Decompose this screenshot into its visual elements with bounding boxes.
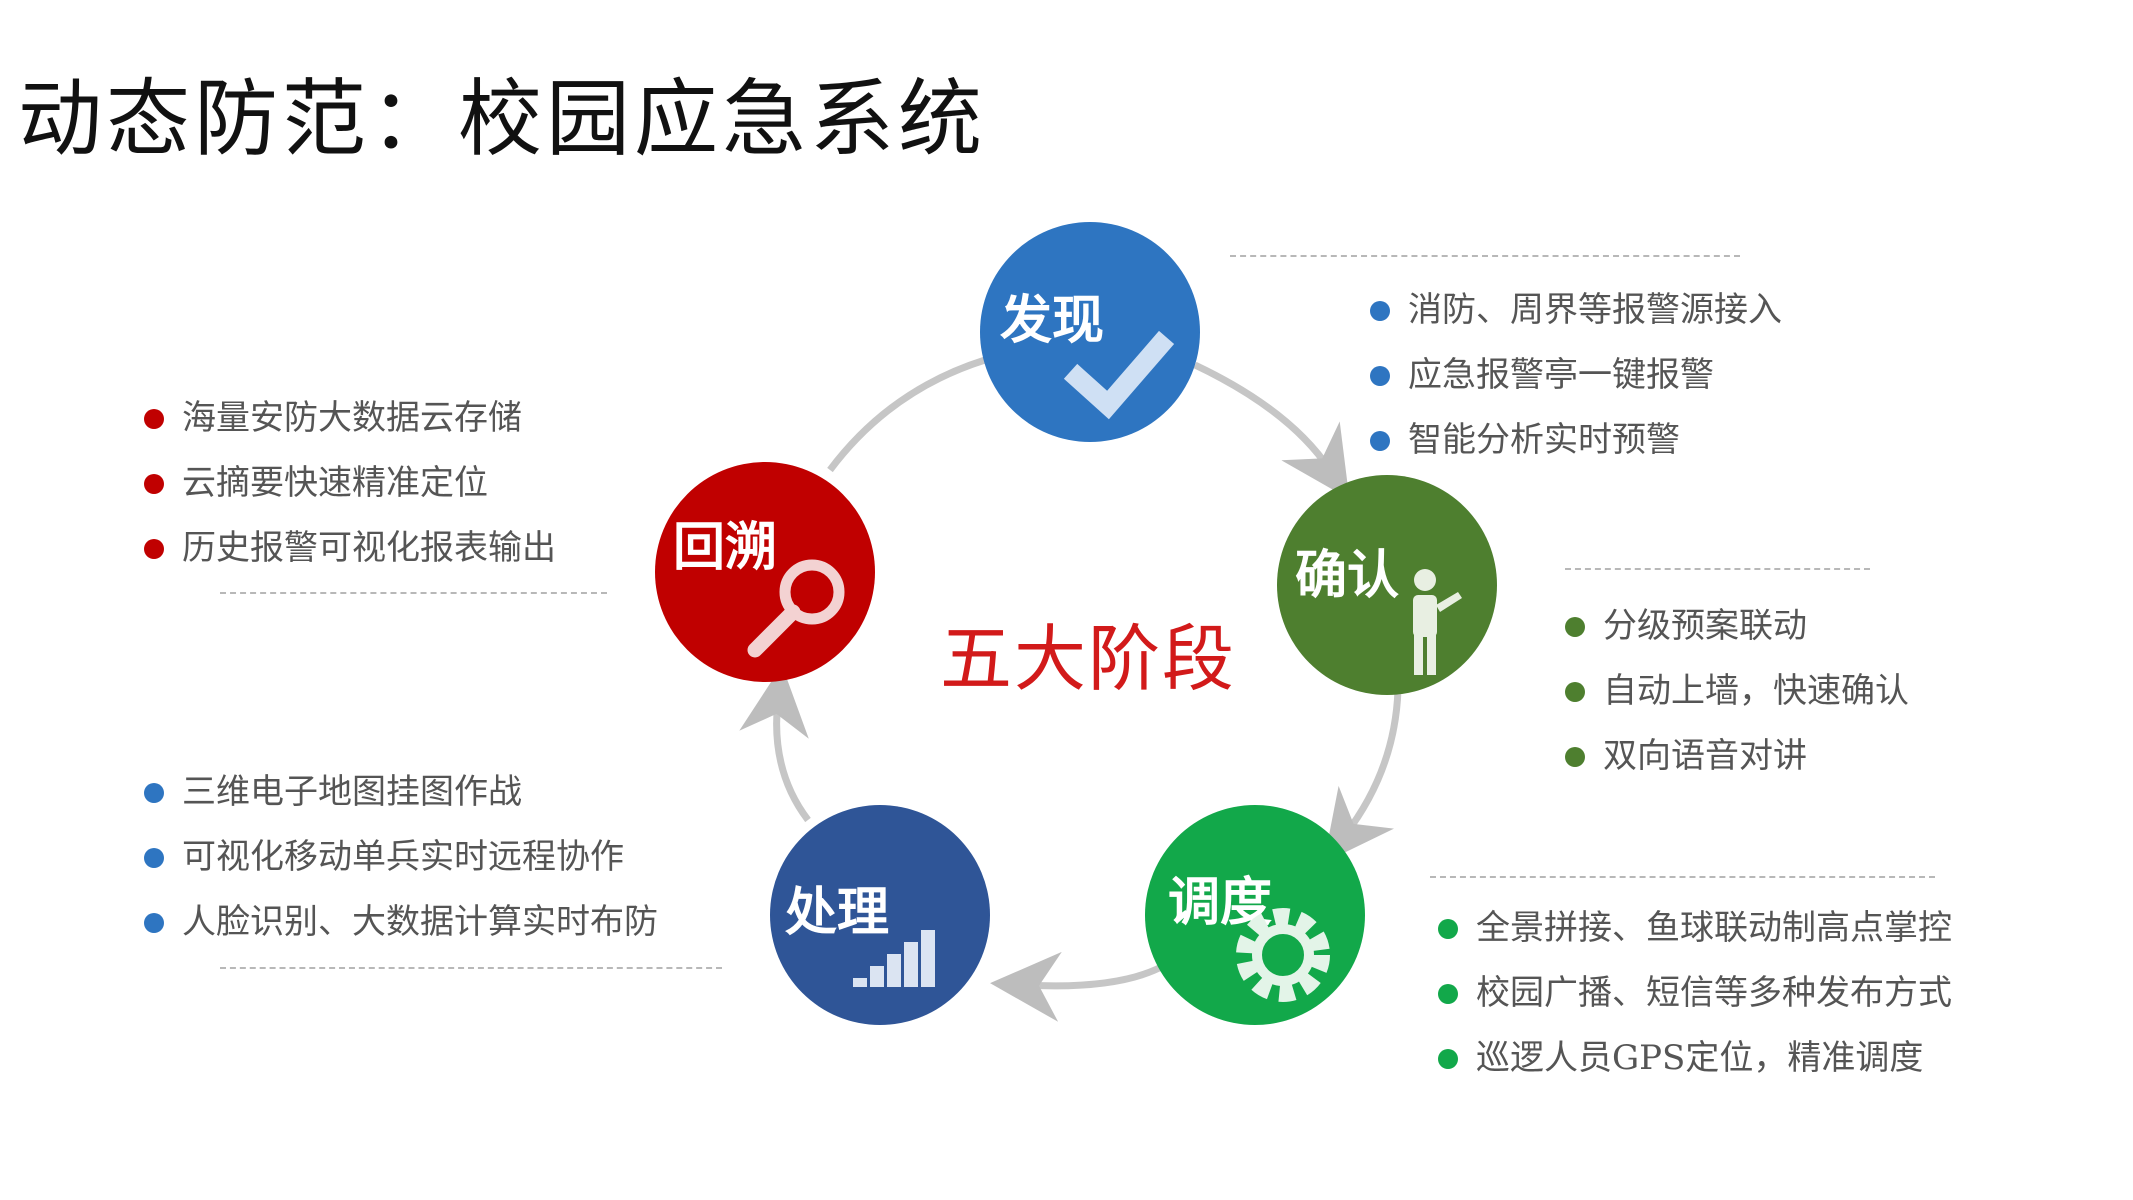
bullet-dot: [144, 783, 164, 803]
bullet-dot: [1438, 984, 1458, 1004]
list-item: 消防、周界等报警源接入: [1370, 278, 1782, 343]
bullet-dot: [144, 539, 164, 559]
divider-handle: [220, 967, 722, 969]
magnifier-icon: [747, 559, 845, 658]
stage-dispatch: 调度: [1145, 805, 1365, 1025]
stage-discover: 发现: [980, 222, 1200, 442]
bullet-dot: [1438, 1049, 1458, 1069]
stage-confirm: 确认: [1277, 475, 1497, 695]
arc-handle-to-review: [739, 665, 811, 823]
gear-icon: [1236, 908, 1330, 1002]
bullet-dot: [1565, 617, 1585, 637]
arc-dispatch-to-handle: [990, 951, 1167, 1022]
arc-discover-to-confirm: [1193, 361, 1350, 500]
bullet-dot: [144, 848, 164, 868]
list-item: 应急报警亭一键报警: [1370, 343, 1782, 408]
divider-dispatch: [1430, 876, 1935, 878]
divider-review: [220, 592, 607, 594]
bullet-dot: [1370, 366, 1390, 386]
bullet-dot: [1438, 919, 1458, 939]
bullet-list-review: 海量安防大数据云存储 云摘要快速精准定位 历史报警可视化报表输出: [144, 386, 556, 581]
list-item: 海量安防大数据云存储: [144, 386, 556, 451]
divider-discover: [1230, 255, 1740, 257]
list-item: 云摘要快速精准定位: [144, 451, 556, 516]
stage-handle-label: 处理: [785, 883, 889, 943]
stage-review: 回溯: [655, 462, 875, 682]
bullet-dot: [1565, 747, 1585, 767]
bar-steps-icon: [853, 930, 935, 987]
list-item: 可视化移动单兵实时远程协作: [144, 825, 658, 890]
list-item: 校园广播、短信等多种发布方式: [1438, 961, 1952, 1026]
list-item: 三维电子地图挂图作战: [144, 760, 658, 825]
list-item: 巡逻人员GPS定位，精准调度: [1438, 1026, 1952, 1091]
bullet-dot: [144, 474, 164, 494]
bullet-dot: [1565, 682, 1585, 702]
bullet-list-confirm: 分级预案联动 自动上墙，快速确认 双向语音对讲: [1565, 594, 1909, 789]
center-label: 五大阶段: [940, 617, 1237, 701]
stage-confirm-label: 确认: [1295, 546, 1399, 606]
list-item: 智能分析实时预警: [1370, 408, 1782, 473]
stage-review-label: 回溯: [673, 518, 777, 578]
stage-discover-label: 发现: [1000, 291, 1104, 351]
list-item: 分级预案联动: [1565, 594, 1909, 659]
bullet-list-discover: 消防、周界等报警源接入 应急报警亭一键报警 智能分析实时预警: [1370, 278, 1782, 473]
list-item: 全景拼接、鱼球联动制高点掌控: [1438, 896, 1952, 961]
bullet-dot: [144, 409, 164, 429]
stage-handle: 处理: [770, 805, 990, 1025]
checkmark-icon: [1063, 330, 1175, 420]
bullet-list-handle: 三维电子地图挂图作战 可视化移动单兵实时远程协作 人脸识别、大数据计算实时布防: [144, 760, 658, 955]
arc-confirm-to-dispatch: [1323, 689, 1402, 863]
page-title: 动态防范：校园应急系统: [18, 70, 987, 168]
bullet-list-dispatch: 全景拼接、鱼球联动制高点掌控 校园广播、短信等多种发布方式 巡逻人员GPS定位，…: [1438, 896, 1952, 1091]
bullet-dot: [1370, 301, 1390, 321]
list-item: 人脸识别、大数据计算实时布防: [144, 890, 658, 955]
list-item: 历史报警可视化报表输出: [144, 516, 556, 581]
list-item: 双向语音对讲: [1565, 724, 1909, 789]
bullet-dot: [144, 913, 164, 933]
list-item: 自动上墙，快速确认: [1565, 659, 1909, 724]
divider-confirm: [1565, 568, 1870, 570]
bullet-dot: [1370, 431, 1390, 451]
presenter-person-icon: [1413, 569, 1462, 675]
arc-review-to-discover: [827, 356, 987, 473]
